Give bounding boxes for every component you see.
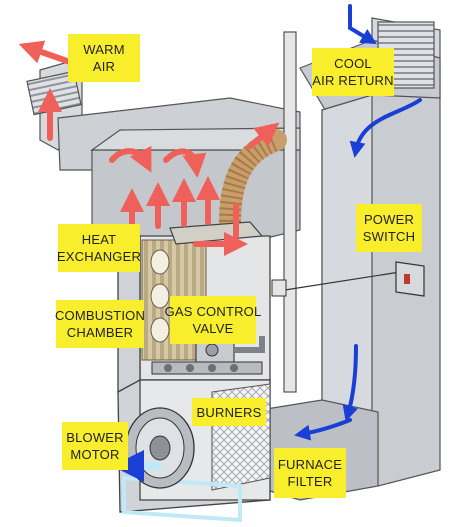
label-gas-control-valve: GAS CONTROL VALVE (165, 296, 261, 344)
junction-box (271, 279, 287, 297)
label-heat-exchanger: HEAT EXCHANGER (57, 224, 141, 272)
label-warm-air: WARM AIR (68, 34, 140, 82)
vent-pipe (283, 31, 297, 393)
cool-air-arrows (112, 4, 422, 482)
label-furnace-filter: FURNACE FILTER (274, 448, 346, 498)
label-power-switch: POWER SWITCH (356, 204, 422, 252)
label-cool-air-return: COOL AIR RETURN (312, 48, 394, 96)
warm-air-arrows (18, 40, 280, 256)
blower-wheel (125, 407, 195, 489)
power-switch-box (395, 261, 425, 297)
filter-outline (122, 475, 242, 523)
label-blower-motor: BLOWER MOTOR (62, 422, 128, 470)
power-wire (271, 271, 401, 293)
label-combustion-chamber: COMBUSTION CHAMBER (55, 300, 145, 348)
label-burners: BURNERS (192, 398, 266, 426)
